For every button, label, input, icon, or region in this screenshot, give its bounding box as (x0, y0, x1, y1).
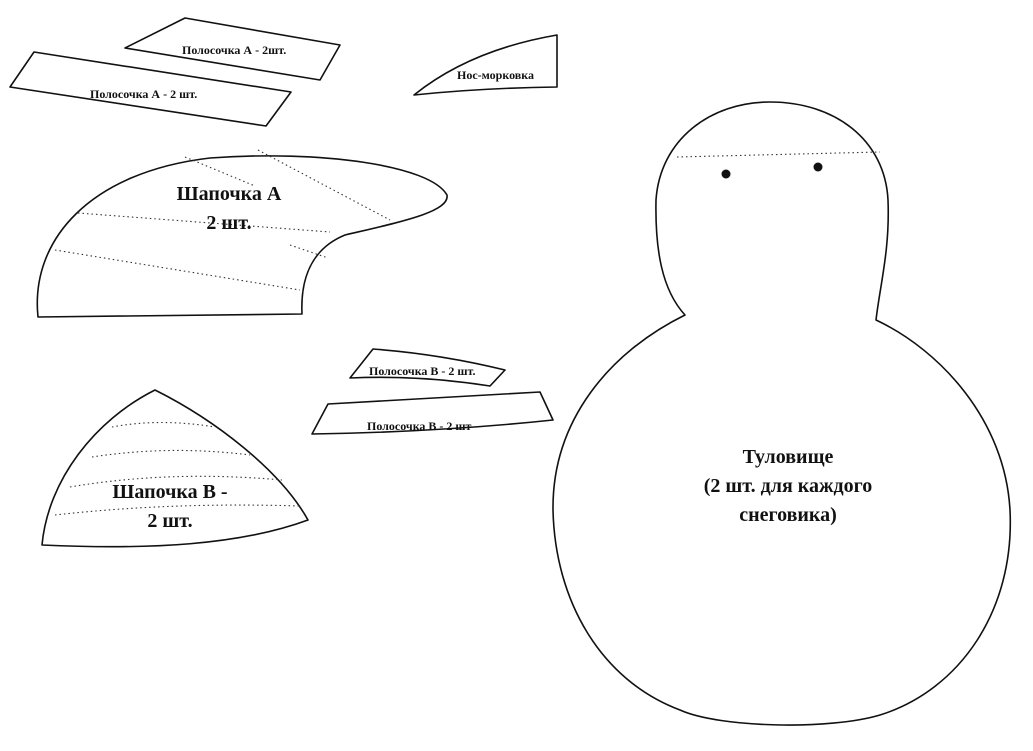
strip-b-large-outline (311, 391, 554, 435)
strip-a-bottom-outline (9, 51, 292, 127)
body-label-line2: (2 шт. для каждого (704, 475, 872, 497)
strip-b-small-piece: Полосочка В - 2 шт. (349, 348, 506, 387)
hat-a-piece: Шапочка А 2 шт. (36, 149, 448, 318)
nose-label: Нос-морковка (457, 68, 534, 82)
strip-a-top-outline (124, 17, 341, 81)
strip-a-top-piece: Полосочка А - 2шт. (124, 17, 341, 81)
hat-b-fold-line (69, 475, 283, 488)
hat-b-outline (41, 389, 309, 548)
strip-b-small-label: Полосочка В - 2 шт. (369, 364, 476, 378)
strip-b-large-label: Полосочка В - 2 шт (367, 419, 472, 433)
hat-a-label-line2: 2 шт. (206, 212, 251, 234)
right-eye-icon (813, 162, 823, 172)
hat-a-label-line1: Шапочка А (177, 183, 282, 205)
strip-b-large-piece: Полосочка В - 2 шт (311, 391, 554, 435)
body-label-line3: снеговика) (739, 504, 837, 526)
strip-a-bottom-piece: Полосочка А - 2 шт. (9, 51, 292, 127)
hat-b-piece: Шапочка В - 2 шт. (41, 389, 309, 548)
hat-b-label-line1: Шапочка В - (112, 481, 227, 503)
hat-a-fold-line (54, 249, 301, 291)
hat-b-fold-line (91, 449, 251, 458)
strip-a-bottom-label: Полосочка А - 2 шт. (90, 87, 197, 101)
hat-b-fold-line (111, 421, 216, 428)
nose-piece: Нос-морковка (413, 34, 558, 96)
hat-a-fold-line (77, 212, 331, 233)
hat-a-outline (36, 155, 448, 318)
body-outline (552, 101, 1012, 726)
body-piece: Туловище (2 шт. для каждого снеговика) (552, 101, 1012, 726)
body-label-line1: Туловище (743, 446, 834, 468)
nose-outline (413, 34, 558, 96)
strip-b-small-outline (349, 348, 506, 387)
strip-a-top-label: Полосочка А - 2шт. (182, 43, 286, 57)
hat-a-fold-line (184, 156, 256, 187)
left-eye-icon (721, 169, 731, 179)
hat-b-label-line2: 2 шт. (147, 510, 192, 532)
